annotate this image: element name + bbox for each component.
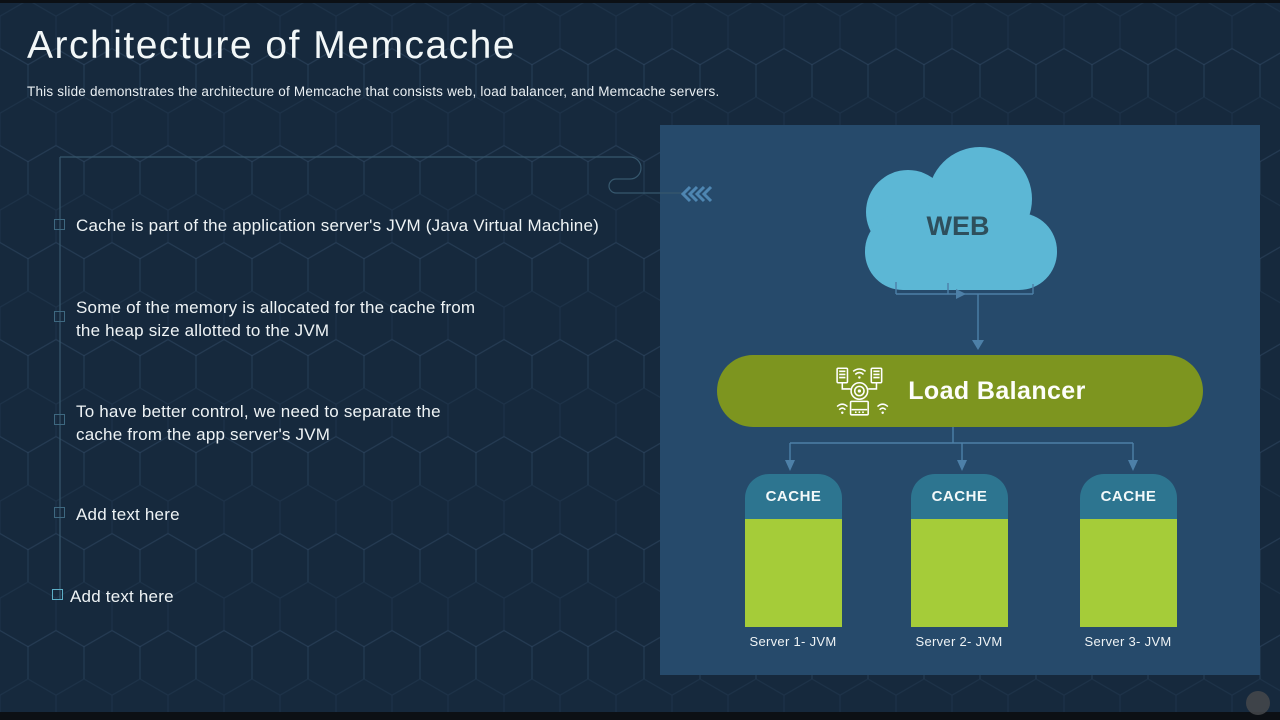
cache-node-3: CACHE [1080,474,1177,627]
bullet-marker-4 [54,507,65,518]
bullet-item-2: Some of the memory is allocated for the … [76,298,476,340]
watermark-circle [1246,691,1270,715]
server-label-1: Server 1- JVM [749,634,837,649]
page-subtitle: This slide demonstrates the architecture… [27,84,720,99]
cache-header-2: CACHE [911,474,1008,519]
cache-node-2: CACHE [911,474,1008,627]
load-balancer-label: Load Balancer [908,376,1086,405]
page-title: Architecture of Memcache [27,24,517,67]
server-label-3: Server 3- JVM [1084,634,1172,649]
cache-node-1: CACHE [745,474,842,627]
bullet-marker-5 [52,589,63,600]
server-label-2: Server 2- JVM [915,634,1003,649]
bullet-marker-3 [54,414,65,425]
bullet-item-5: Add text here [70,587,174,606]
load-balancer-node: Load Balancer [717,355,1203,427]
cache-header-1: CACHE [745,474,842,519]
bullet-marker-2 [54,311,65,322]
load-balancer-icon [836,367,889,416]
bullet-item-1: Cache is part of the application server'… [76,216,599,235]
cache-body-3 [1080,519,1177,627]
bullet-item-4: Add text here [76,505,180,524]
cache-header-3: CACHE [1080,474,1177,519]
top-edge-bar [0,0,1280,3]
bottom-edge-bar [0,712,1280,720]
cache-body-2 [911,519,1008,627]
bullet-item-3: To have better control, we need to separ… [76,402,441,444]
bullet-marker-1 [54,219,65,230]
cache-body-1 [745,519,842,627]
